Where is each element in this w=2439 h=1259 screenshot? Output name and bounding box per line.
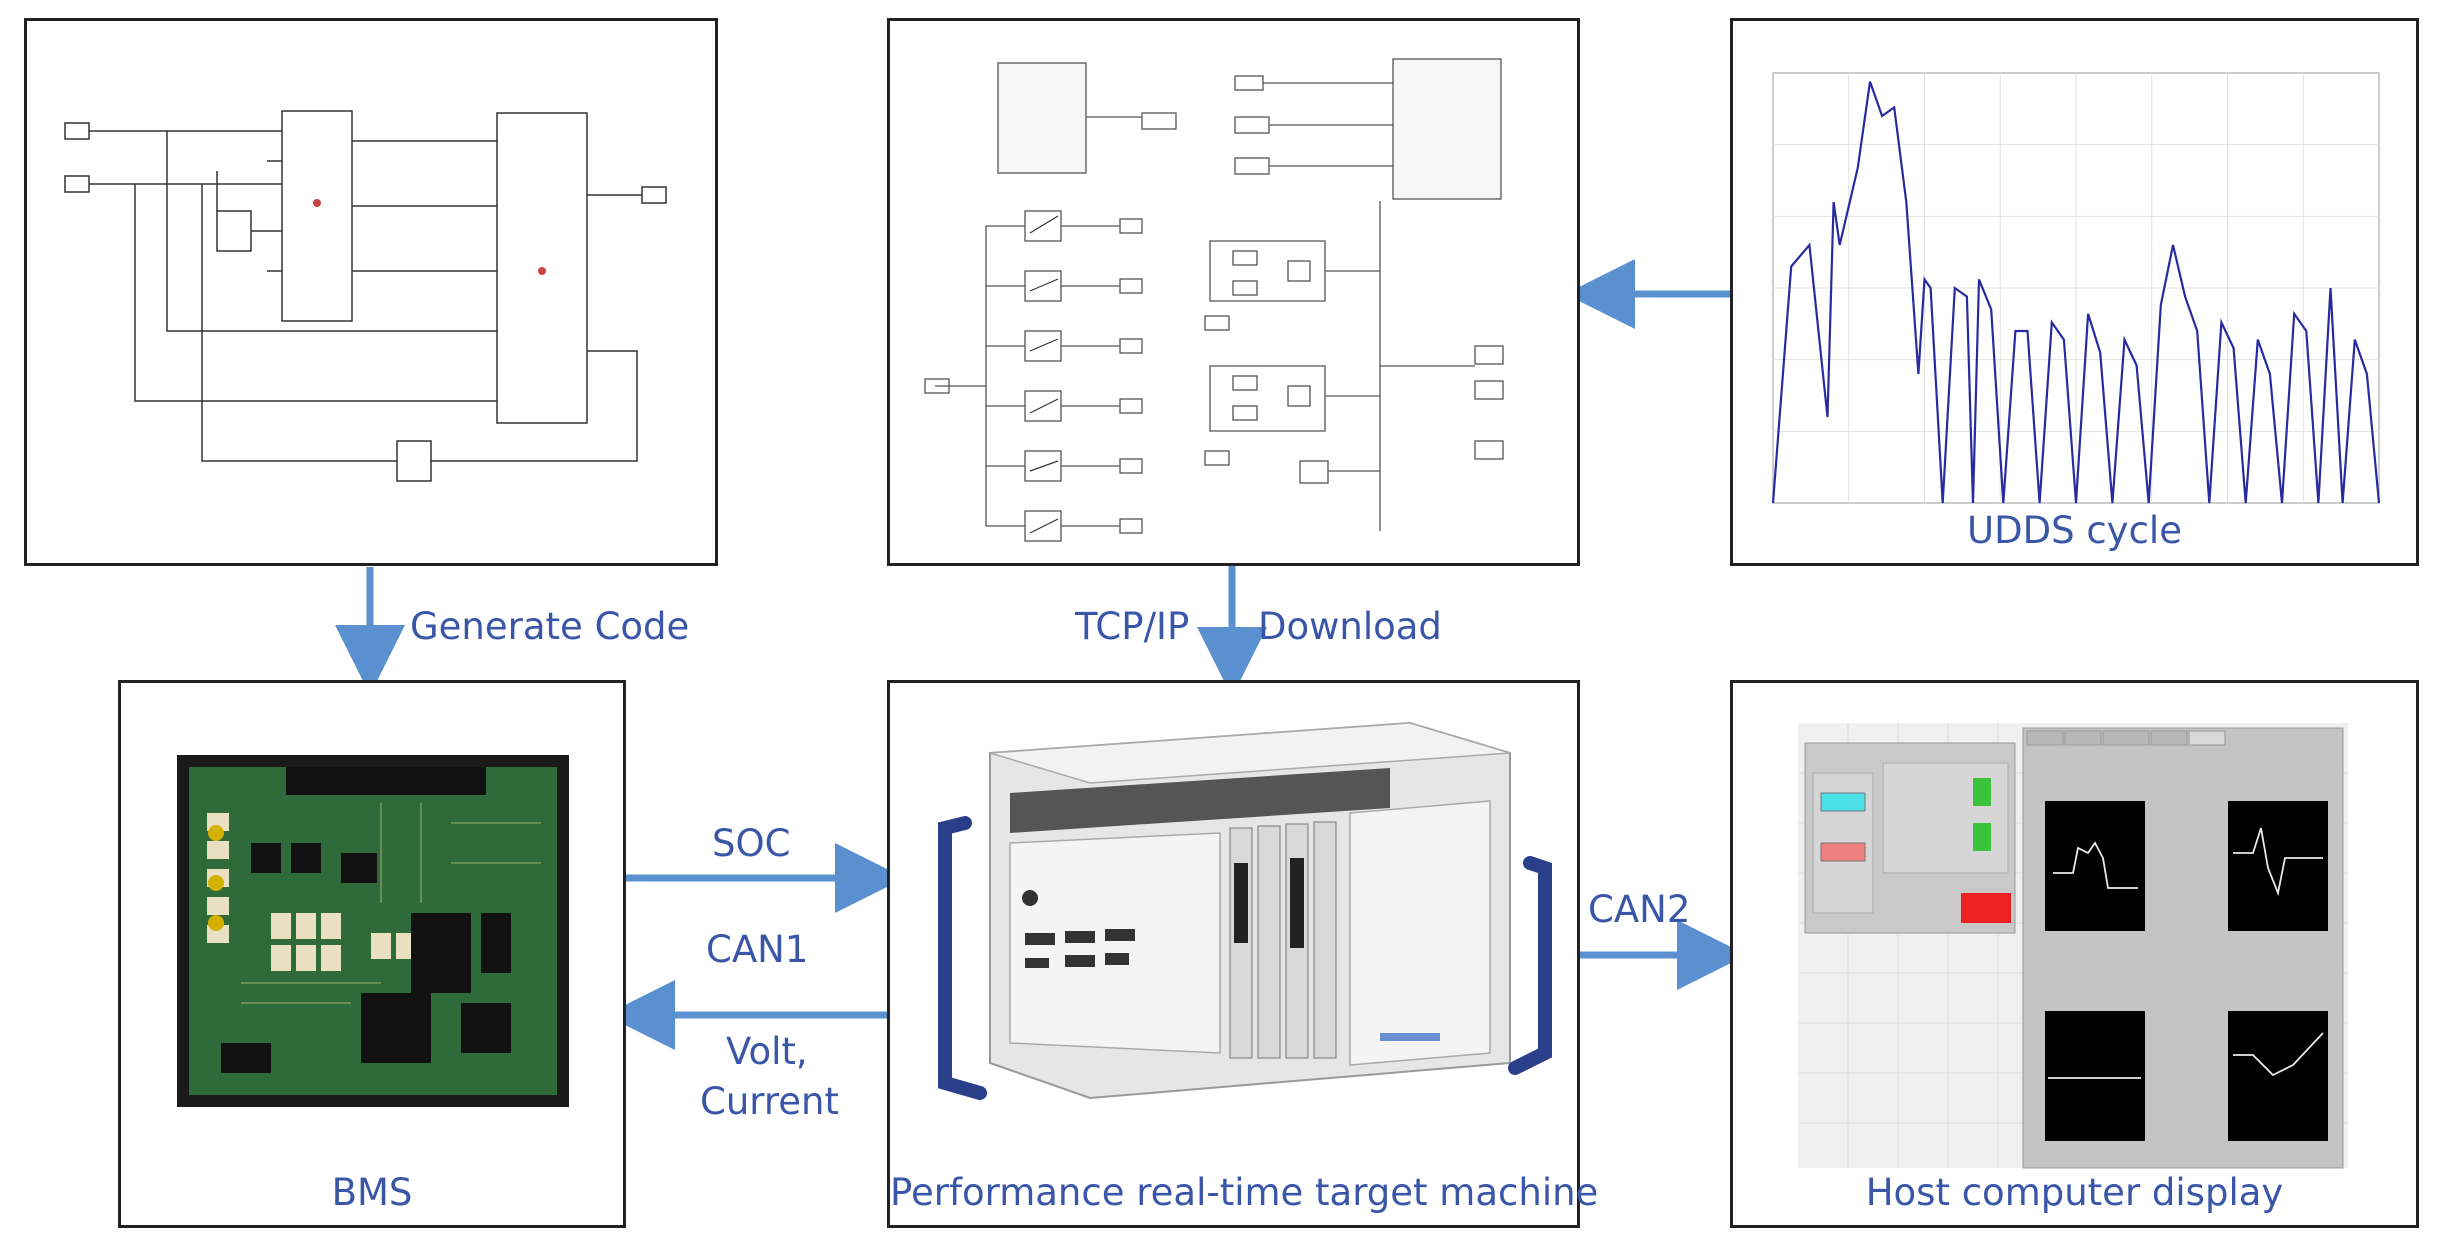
target-machine-panel: Performance real-time target machine (887, 680, 1599, 1228)
tcpip-label: TCP/IP (1075, 605, 1190, 648)
target-machine-image (938, 721, 1552, 1100)
host-display-image (1798, 723, 2348, 1169)
bms-board-image (177, 755, 569, 1107)
download-label: Download (1258, 605, 1442, 648)
bms-caption: BMS (331, 1171, 413, 1214)
soc-label: SOC (712, 822, 791, 865)
battery-model-panel (24, 18, 718, 566)
simulink-model-diagram (924, 58, 1504, 542)
volt-label: Volt, (726, 1030, 808, 1073)
can2-label: CAN2 (1588, 888, 1691, 931)
host-display-panel: Host computer display (1730, 680, 2419, 1228)
udds-cycle-panel: UDDS cycle (1730, 18, 2419, 566)
udds-cycle-chart (1771, 72, 2381, 504)
current-label: Current (700, 1080, 839, 1123)
plot-grid (1773, 73, 2379, 503)
bms-panel: BMS (118, 680, 626, 1228)
simulink-model-panel (887, 18, 1580, 566)
udds-caption: UDDS cycle (1967, 509, 2182, 552)
udds-series-line (1771, 81, 2381, 504)
generate-code-label: Generate Code (410, 605, 690, 648)
host-caption: Host computer display (1865, 1171, 2284, 1214)
target-caption: Performance real-time target machine (890, 1171, 1599, 1214)
battery-model-diagram (64, 110, 667, 482)
can1-label: CAN1 (706, 928, 809, 971)
